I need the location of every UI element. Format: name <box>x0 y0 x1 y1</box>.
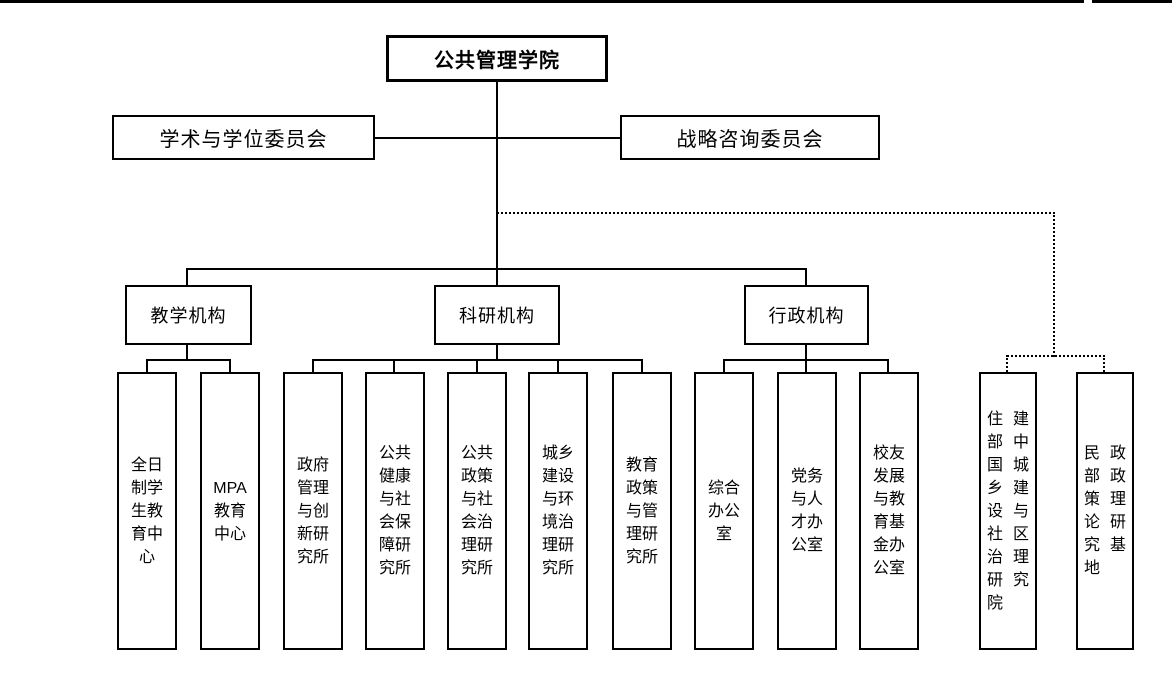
node-mca-policy-theory-research-base: 民政 部政 策理 论研 究基 地 <box>1076 372 1134 650</box>
connector-committee-right <box>498 137 620 139</box>
connector-stub-research <box>496 268 498 285</box>
node-branch-research: 科研机构 <box>434 285 560 345</box>
node-label: 校友 发展 与教 育基 金办 公室 <box>872 445 905 577</box>
node-label: 公共 健康 与社 会保 障研 究所 <box>378 445 411 577</box>
connector-admin-leaf1 <box>723 359 725 373</box>
node-alumni-development-education-foundation-office: 校友 发展 与教 育基 金办 公室 <box>859 372 919 650</box>
node-urban-rural-environment-governance-institute: 城乡 建设 与环 境治 理研 究所 <box>528 372 588 650</box>
node-label: 综合 办公 室 <box>707 479 740 543</box>
node-govt-management-innovation-institute: 政府 管理 与创 新研 究所 <box>283 372 343 650</box>
node-label: 公共 政策 与社 会治 理研 究所 <box>460 445 493 577</box>
connector-admin-leaf2 <box>805 359 807 373</box>
node-party-affairs-talent-office: 党务 与人 才办 公室 <box>777 372 837 650</box>
node-label: MPA 教育 中心 <box>213 479 247 543</box>
connector-research-leaf2 <box>393 359 395 373</box>
connector-stub-teaching <box>186 268 188 285</box>
node-label: 教学机构 <box>150 306 227 326</box>
dotted-connector-leaf2 <box>1103 355 1105 372</box>
node-label: 党务 与人 才办 公室 <box>790 468 823 554</box>
node-academic-degree-committee: 学术与学位委员会 <box>112 115 375 160</box>
node-branch-teaching: 教学机构 <box>125 285 252 345</box>
node-general-office: 综合 办公 室 <box>694 372 754 650</box>
node-label: 民政 部政 策理 论研 究基 地 <box>1084 445 1126 577</box>
connector-research-leaf4 <box>557 359 559 373</box>
node-branch-admin: 行政机构 <box>744 285 869 345</box>
connector-research-leaf5 <box>641 359 643 373</box>
node-public-health-social-security-institute: 公共 健康 与社 会保 障研 究所 <box>365 372 425 650</box>
node-public-policy-social-governance-institute: 公共 政策 与社 会治 理研 究所 <box>447 372 507 650</box>
connector-teaching-subline <box>146 359 231 361</box>
dotted-connector-vertical <box>1053 212 1055 357</box>
node-label: 城乡 建设 与环 境治 理研 究所 <box>541 445 574 577</box>
node-label: 战略咨询委员会 <box>676 129 824 151</box>
connector-stub-admin <box>805 268 807 285</box>
node-mohurd-urban-rural-community-governance-institute: 住建 部中 国城 乡建 设与 社区 治理 研究 院 <box>979 372 1037 650</box>
dotted-connector-subline <box>1007 355 1105 357</box>
dotted-connector-leaf1 <box>1006 355 1008 372</box>
node-label: 行政机构 <box>768 306 845 326</box>
node-label: 科研机构 <box>459 306 535 326</box>
node-label: 政府 管理 与创 新研 究所 <box>296 456 329 566</box>
connector-teaching-leaf2 <box>229 359 231 373</box>
dotted-connector-horizontal <box>497 212 1055 214</box>
node-label: 教育 政策 与管 理研 究所 <box>625 456 658 566</box>
connector-admin-leaf3 <box>887 359 889 373</box>
node-strategic-advisory-committee: 战略咨询委员会 <box>620 115 880 160</box>
connector-research-leaf3 <box>476 359 478 373</box>
connector-research-down <box>496 345 498 359</box>
node-mpa-education-center: MPA 教育 中心 <box>200 372 260 650</box>
page-top-border-right <box>1092 0 1172 3</box>
connector-root-trunk <box>496 82 498 270</box>
node-fulltime-student-education-center: 全日 制学 生教 育中 心 <box>117 372 177 650</box>
node-root-school: 公共管理学院 <box>386 35 608 82</box>
node-label: 公共管理学院 <box>434 50 560 72</box>
page-top-border-left <box>0 0 1084 3</box>
node-label: 全日 制学 生教 育中 心 <box>130 456 163 566</box>
connector-research-leaf1 <box>312 359 314 373</box>
connector-admin-down <box>805 345 807 359</box>
node-label: 学术与学位委员会 <box>159 129 328 151</box>
node-education-policy-management-institute: 教育 政策 与管 理研 究所 <box>612 372 672 650</box>
connector-teaching-down <box>186 345 188 359</box>
node-label: 住建 部中 国城 乡建 设与 社区 治理 研究 院 <box>987 410 1029 612</box>
connector-committee-left <box>375 137 496 139</box>
connector-teaching-leaf1 <box>146 359 148 373</box>
